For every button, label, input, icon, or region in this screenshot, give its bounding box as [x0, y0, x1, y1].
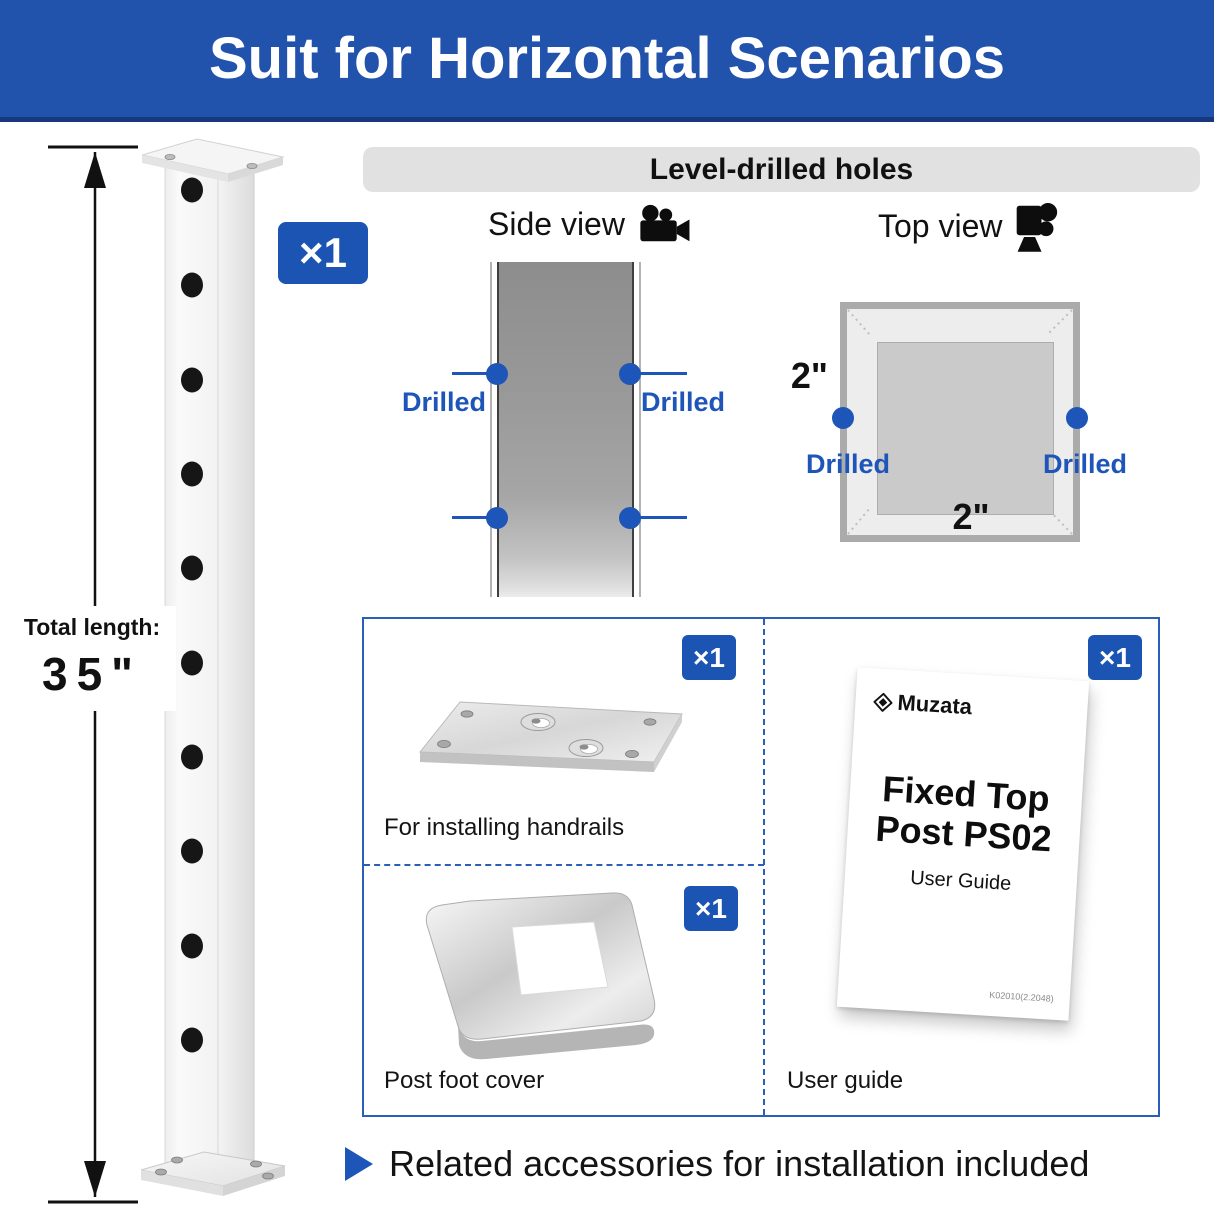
movie-camera-icon — [635, 204, 693, 244]
side-view-outer-edge-right — [639, 262, 641, 597]
handrail-plate-caption: For installing handrails — [384, 814, 625, 841]
drilled-dot-top-right — [1066, 407, 1088, 429]
foot-cover-figure — [425, 892, 656, 1060]
drilled-dot — [486, 507, 508, 529]
drilled-label-side-left: Drilled — [401, 387, 486, 417]
drilled-line — [452, 372, 497, 375]
section-header-bar: Level-drilled holes — [363, 147, 1200, 192]
drilled-label-top-right: Drilled — [1042, 449, 1128, 479]
banner-title: Suit for Horizontal Scenarios — [209, 26, 1005, 91]
side-view-diagram — [497, 262, 634, 597]
top-view-inner-square — [877, 342, 1054, 515]
qty-badge-post: ×1 — [278, 222, 368, 284]
total-length-label: Total length: — [23, 614, 161, 640]
handrail-plate-figure — [418, 701, 683, 772]
drilled-line — [452, 516, 497, 519]
drilled-line — [633, 372, 687, 375]
top-view-label: Top view — [878, 198, 1059, 254]
guide-subtitle: User Guide — [909, 866, 1012, 895]
divider-vertical — [763, 619, 765, 1115]
guide-brand: Muzata — [873, 688, 973, 720]
dim-label-2in-bottom: 2" — [952, 496, 990, 537]
guide-code: K02010(2.2048) — [988, 989, 1055, 1004]
total-length-value: 35" — [42, 648, 142, 700]
foot-cover-caption: Post foot cover — [384, 1067, 545, 1094]
drilled-dot — [619, 507, 641, 529]
drilled-dot — [486, 363, 508, 385]
user-guide-figure: Muzata Fixed Top Post PS02 User Guide K0… — [836, 667, 1090, 1021]
qty-badge-user-guide: ×1 — [1088, 635, 1142, 680]
user-guide-caption: User guide — [787, 1067, 904, 1094]
guide-brand-text: Muzata — [896, 689, 973, 720]
drilled-dot — [619, 363, 641, 385]
footer-text: Related accessories for installation inc… — [389, 1143, 1090, 1184]
top-view-diagram — [840, 302, 1080, 542]
section-header-text: Level-drilled holes — [649, 152, 914, 186]
camera-top-view-icon — [1013, 198, 1059, 254]
side-view-outer-edge-left — [490, 262, 492, 597]
banner: Suit for Horizontal Scenarios — [0, 0, 1214, 122]
total-length-callout: Total length: 35" — [8, 606, 176, 711]
muzata-logo-icon — [873, 691, 893, 712]
divider-horizontal — [364, 864, 764, 866]
accessories-box: ×1 For installing handrails ×1 Post foot… — [362, 617, 1160, 1117]
drilled-line — [633, 516, 687, 519]
drilled-label-top-left: Drilled — [805, 449, 891, 479]
drilled-label-side-right: Drilled — [641, 387, 726, 417]
side-view-label: Side view — [488, 204, 693, 244]
qty-badge-foot-cover: ×1 — [684, 886, 738, 931]
post-and-measurement-figure — [48, 138, 286, 1204]
play-triangle-icon — [345, 1147, 373, 1181]
qty-badge-handrail-plate: ×1 — [682, 635, 736, 680]
footer-note: Related accessories for installation inc… — [345, 1143, 1089, 1185]
guide-title: Fixed Top Post PS02 — [847, 767, 1083, 862]
drilled-dot-top-left — [832, 407, 854, 429]
dim-label-2in-side: 2" — [790, 355, 828, 396]
